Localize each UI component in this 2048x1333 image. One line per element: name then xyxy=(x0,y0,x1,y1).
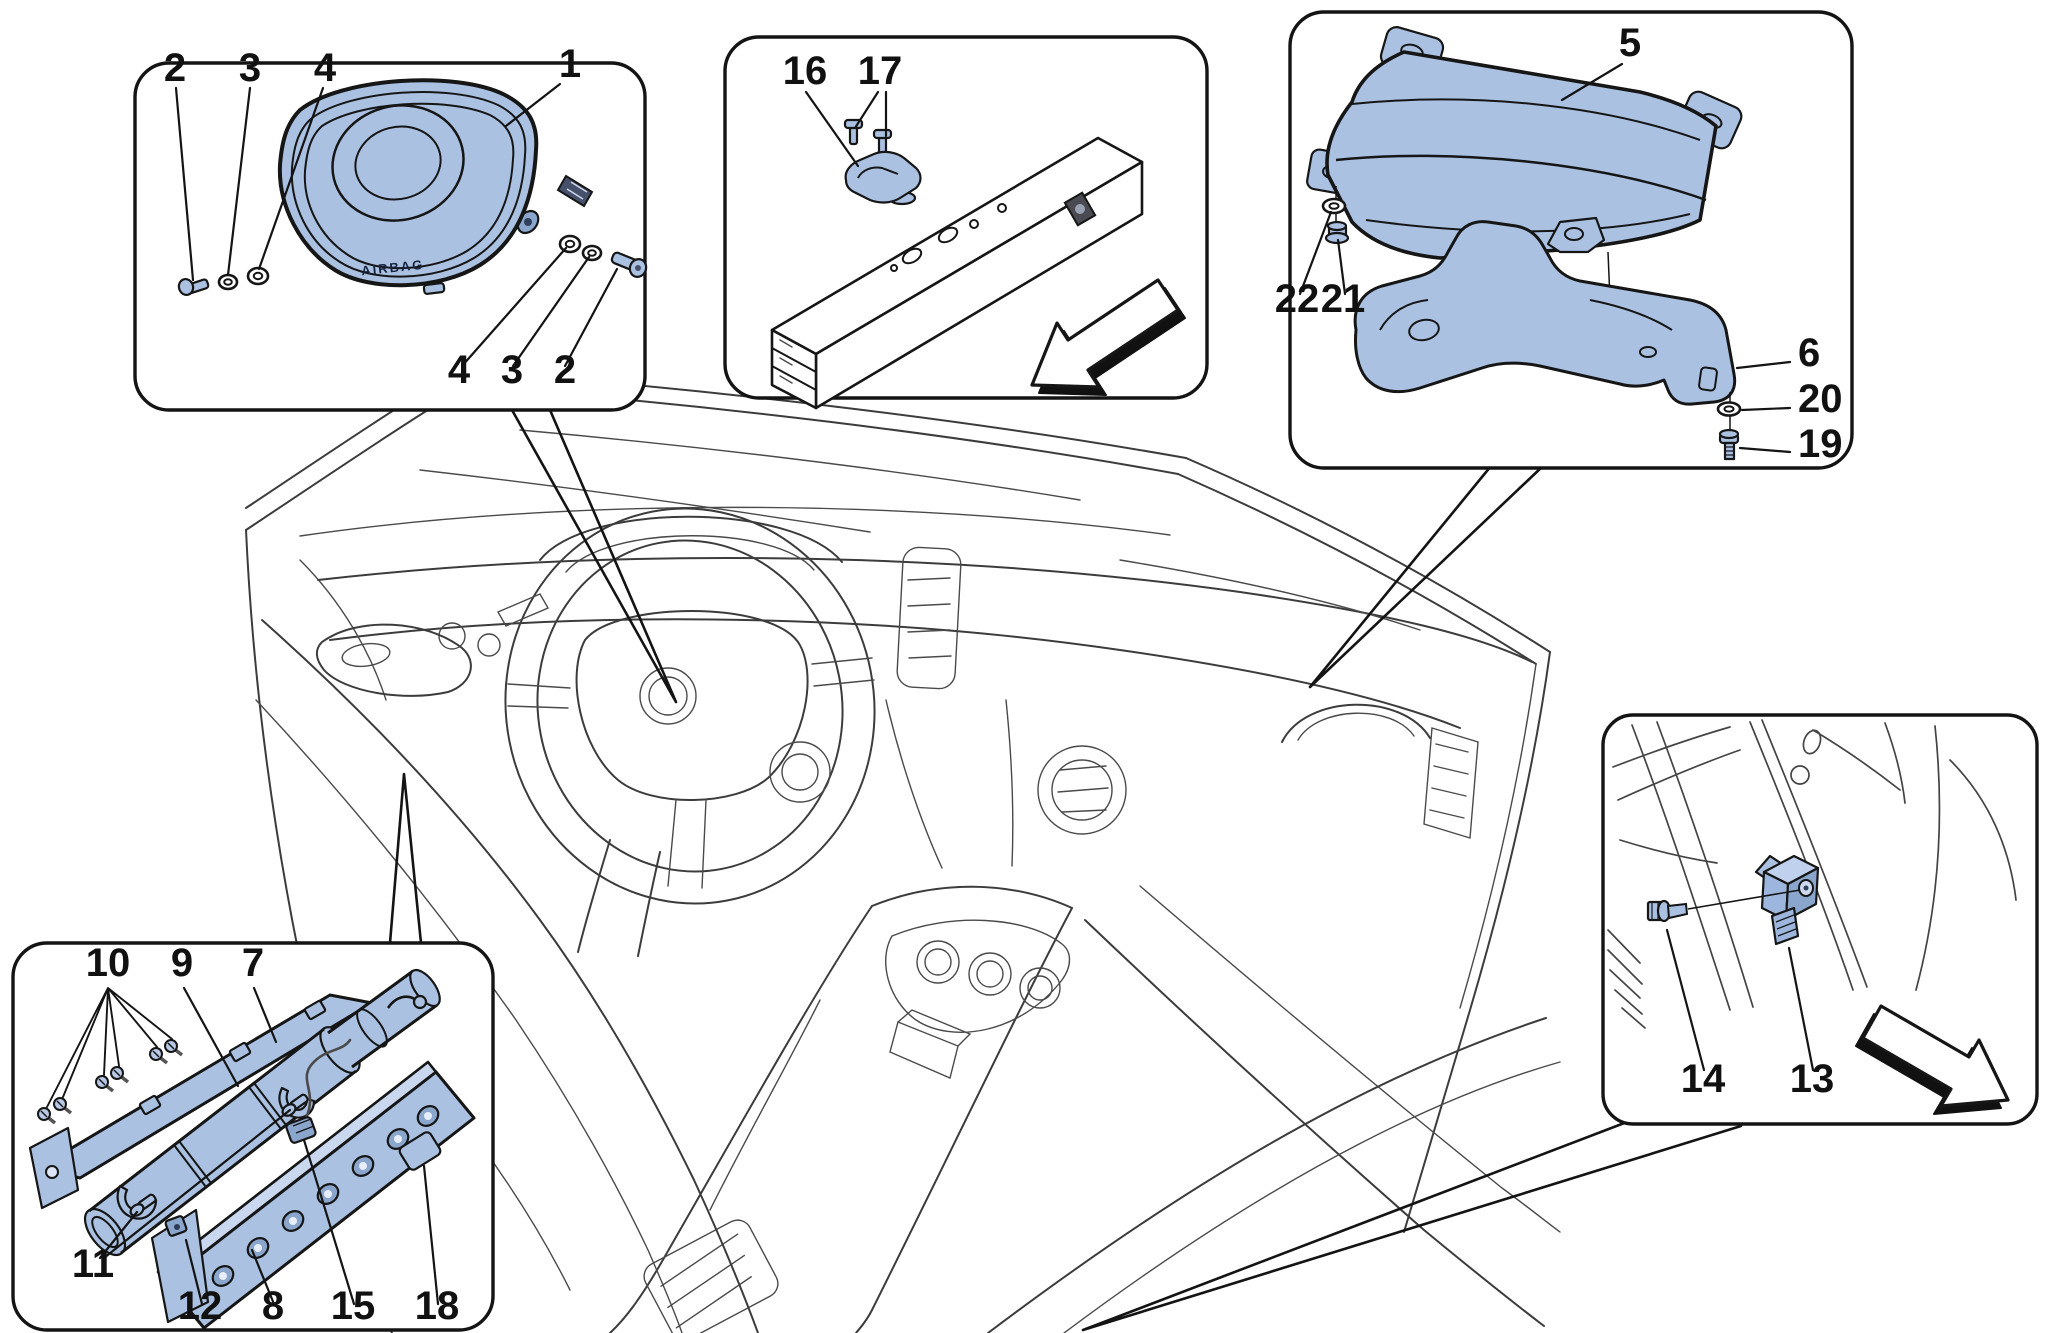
driver-airbag-detail: AIRBAG xyxy=(174,78,648,368)
bolt-part-14 xyxy=(1646,889,1801,923)
bolt-part-2b xyxy=(610,251,648,278)
part-label-18: 18 xyxy=(415,1284,460,1328)
part-label-21: 21 xyxy=(1321,277,1366,321)
part-label-9: 9 xyxy=(171,941,193,985)
pad-part-18 xyxy=(398,1131,442,1171)
part-label-12: 12 xyxy=(178,1284,223,1328)
pointer-passenger-airbag xyxy=(1308,464,1545,689)
washer-part-4b xyxy=(558,234,582,254)
part-label-13: 13 xyxy=(1790,1057,1835,1101)
part-label-11: 11 xyxy=(72,1242,114,1286)
side-airbag-rail xyxy=(28,993,374,1210)
part-label-14: 14 xyxy=(1681,1057,1726,1101)
part-label-3-top: 3 xyxy=(239,46,261,90)
screws-part-10 xyxy=(37,1039,184,1125)
part-label-16: 16 xyxy=(783,49,828,93)
crash-sensor-detail xyxy=(1607,719,2017,1115)
part-label-22: 22 xyxy=(1275,277,1320,321)
part-label-3-bottom: 3 xyxy=(501,348,523,392)
part-label-2-bottom: 2 xyxy=(554,348,576,392)
side-airbag-detail xyxy=(28,968,476,1330)
washer-part-4 xyxy=(246,266,270,286)
airbag-mounting-bracket xyxy=(1353,220,1737,406)
part-label-10: 10 xyxy=(86,941,131,985)
pointer-side-airbag xyxy=(388,772,423,945)
part-label-4-top: 4 xyxy=(314,46,337,90)
part-label-5: 5 xyxy=(1619,21,1641,65)
part-label-17: 17 xyxy=(858,49,903,93)
part-label-7: 7 xyxy=(242,941,264,985)
direction-arrow-icon xyxy=(1855,1004,2010,1115)
part-label-15: 15 xyxy=(331,1284,376,1328)
passenger-airbag-module xyxy=(1325,50,1718,260)
part-label-6: 6 xyxy=(1798,331,1820,375)
pointer-sensor xyxy=(1081,1120,1743,1332)
part-label-8: 8 xyxy=(262,1284,284,1328)
part-label-2-top: 2 xyxy=(164,46,186,90)
washer-part-3b xyxy=(581,244,603,262)
bolt-part-11a xyxy=(129,1193,157,1217)
sill-trim-rail xyxy=(150,1060,476,1330)
car-interior-line-art xyxy=(245,369,1561,1333)
crash-bar xyxy=(770,136,1144,410)
washer-part-3 xyxy=(217,273,239,291)
steering-wheel-airbag-module xyxy=(277,78,539,288)
airbag-connector-15 xyxy=(285,1038,352,1144)
pillar-line-art xyxy=(1607,719,2017,1029)
nut-part-21 xyxy=(1324,220,1350,245)
bolt-part-19 xyxy=(1718,428,1740,461)
passenger-airbag-detail xyxy=(1298,26,1792,461)
part-number-labels: 2 3 4 1 4 3 2 16 17 5 22 21 6 20 19 10 9… xyxy=(72,21,1843,1328)
crash-bar-detail xyxy=(770,90,1186,410)
callout-pointer-lines xyxy=(388,408,1743,1332)
direction-arrow-icon xyxy=(1030,278,1186,396)
washer-part-22 xyxy=(1321,197,1347,215)
part-label-1: 1 xyxy=(559,42,581,86)
part-label-19: 19 xyxy=(1798,422,1843,466)
washer-part-20 xyxy=(1716,401,1742,417)
crash-sensor xyxy=(1754,854,1820,946)
pointer-driver-airbag xyxy=(510,408,678,704)
part-label-4-bottom: 4 xyxy=(448,348,471,392)
crash-sensor-detail-box xyxy=(1601,713,2039,1126)
airbag-module-text: AIRBAG xyxy=(360,257,425,279)
bolt-part-2 xyxy=(177,277,210,297)
part-label-20: 20 xyxy=(1798,377,1843,421)
